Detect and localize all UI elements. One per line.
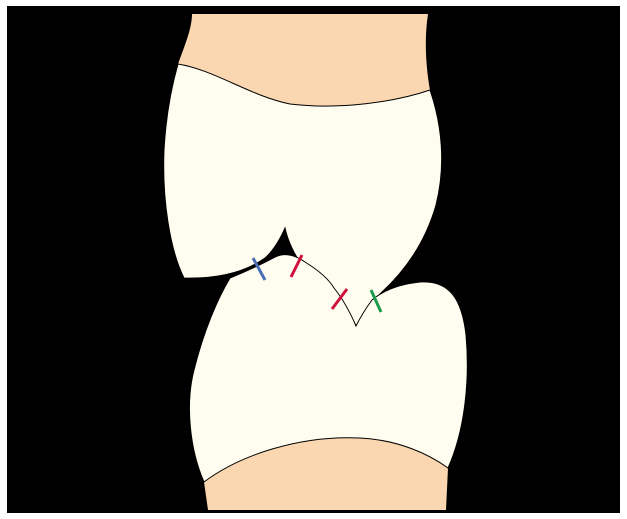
lower-tooth: [189, 255, 467, 510]
